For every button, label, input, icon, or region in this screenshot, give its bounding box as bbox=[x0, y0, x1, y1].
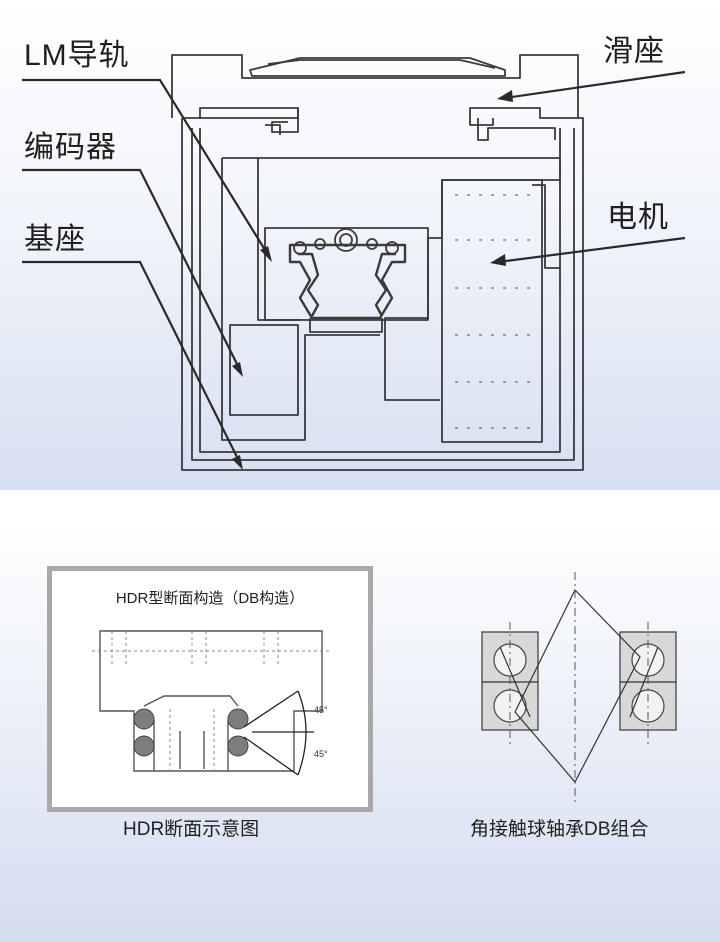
base-outline bbox=[181, 107, 584, 471]
ball-left-lower bbox=[133, 735, 155, 757]
ball-left-upper bbox=[133, 708, 155, 730]
label-slider: 滑座 bbox=[603, 35, 665, 68]
hdr-inner-title: HDR型断面构造（DB构造） bbox=[115, 590, 305, 607]
db-bearing-drawing bbox=[481, 572, 677, 802]
angle-label-top: 45° bbox=[314, 705, 328, 715]
label-lm-guide: LM导轨 bbox=[24, 39, 130, 72]
label-motor: 电机 bbox=[607, 201, 669, 234]
slider-outline bbox=[171, 54, 579, 118]
hdr-drawing: 45° 45° bbox=[92, 630, 332, 776]
lm-rail-profile bbox=[288, 243, 407, 320]
leader-slider bbox=[504, 70, 686, 100]
leader-base bbox=[22, 260, 241, 464]
leader-motor bbox=[497, 236, 686, 264]
leader-encoder bbox=[22, 168, 241, 371]
motor-body bbox=[441, 179, 543, 443]
hdr-section-figure: HDR型断面构造（DB构造） bbox=[47, 566, 373, 812]
hdr-caption: HDR断面示意图 bbox=[123, 819, 260, 840]
stage-section-diagram: LM导轨 编码器 基座 滑座 电机 bbox=[0, 0, 720, 490]
angle-label-bottom: 45° bbox=[314, 749, 328, 759]
label-base: 基座 bbox=[24, 223, 86, 256]
ball-right-upper bbox=[227, 708, 249, 730]
db-bearing-caption: 角接触球轴承DB组合 bbox=[470, 819, 649, 840]
carriage-block bbox=[258, 157, 561, 401]
leader-lm-guide bbox=[22, 78, 271, 259]
bearing-comparison-section: HDR型断面构造（DB构造） bbox=[0, 522, 720, 942]
encoder-box bbox=[229, 324, 299, 416]
label-encoder: 编码器 bbox=[24, 131, 117, 164]
stage-cross-section-drawing bbox=[22, 54, 686, 471]
ball-right-lower bbox=[227, 735, 249, 757]
